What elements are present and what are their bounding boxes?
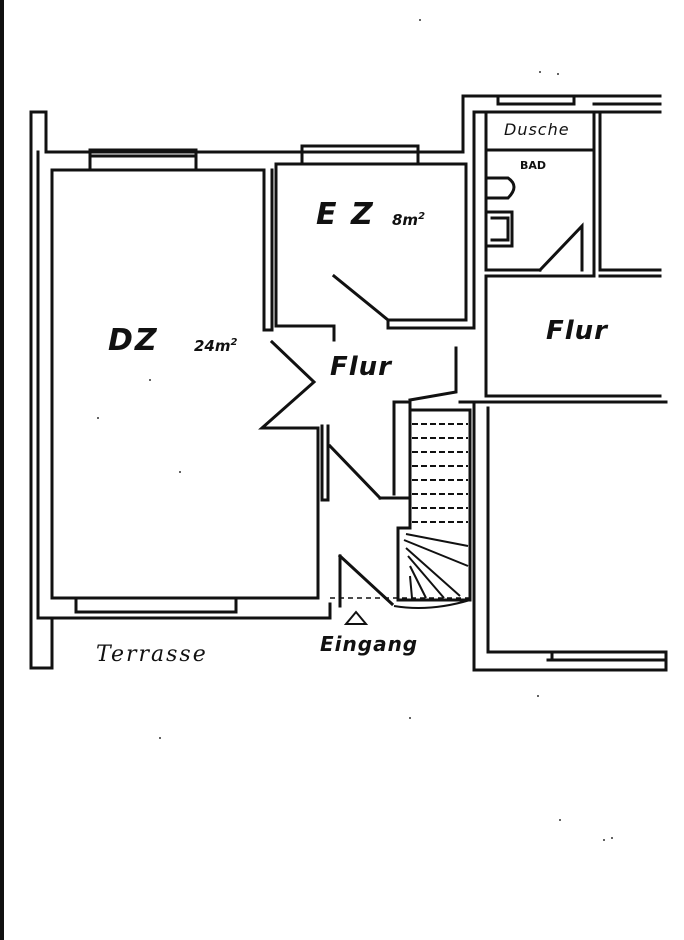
window-ez bbox=[300, 144, 420, 166]
stair-wall-left bbox=[320, 400, 412, 502]
winding-stairs bbox=[393, 533, 471, 609]
stair-outline bbox=[396, 408, 472, 602]
stair-treads bbox=[412, 423, 468, 523]
entrance-marker bbox=[343, 610, 369, 625]
window-right-bottom bbox=[546, 650, 668, 662]
ez-area-sup: 2 bbox=[418, 211, 426, 222]
label-eingang: Eingang bbox=[320, 632, 419, 656]
room-label-bad: BAD bbox=[520, 159, 547, 172]
flur-door-right bbox=[408, 346, 458, 402]
ez-name: E Z bbox=[316, 197, 375, 232]
dz-area-sup: 2 bbox=[230, 337, 238, 348]
door-flur-lower bbox=[327, 443, 383, 501]
room-area-ez: 8m2 bbox=[392, 212, 425, 228]
wall-dz-bottom bbox=[50, 602, 332, 620]
wall-dz-ez bbox=[262, 162, 336, 342]
dz-area: 24m bbox=[194, 337, 231, 355]
toilet bbox=[486, 176, 516, 200]
right-flur-wall bbox=[458, 274, 668, 404]
dz-name: DZ bbox=[108, 323, 159, 358]
door-dz bbox=[258, 339, 320, 430]
room-label-dz: DZ bbox=[108, 326, 159, 356]
outer-wall-left bbox=[29, 110, 54, 670]
ez-area: 8m bbox=[392, 211, 419, 229]
room-label-flur-right: Flur bbox=[546, 316, 609, 346]
room-label-ez: E Z bbox=[316, 200, 375, 230]
basin bbox=[486, 210, 514, 248]
window-bath bbox=[496, 94, 576, 106]
window-right-top bbox=[592, 94, 662, 106]
window-dz-bottom bbox=[74, 596, 238, 614]
scan-edge bbox=[0, 0, 4, 940]
door-ez bbox=[331, 273, 391, 323]
label-terrasse: Terrasse bbox=[96, 642, 208, 667]
ez-wall bbox=[274, 150, 476, 330]
room-label-dusche: Dusche bbox=[504, 120, 570, 139]
room-area-dz: 24m2 bbox=[194, 338, 237, 354]
right-room-wall bbox=[472, 400, 668, 672]
room-label-flur-left: Flur bbox=[330, 352, 393, 382]
scan-noise bbox=[97, 19, 613, 841]
window-dz bbox=[88, 148, 198, 170]
dz-wall-inner bbox=[50, 168, 320, 600]
door-bath bbox=[537, 222, 584, 273]
bath-walls bbox=[484, 110, 662, 278]
